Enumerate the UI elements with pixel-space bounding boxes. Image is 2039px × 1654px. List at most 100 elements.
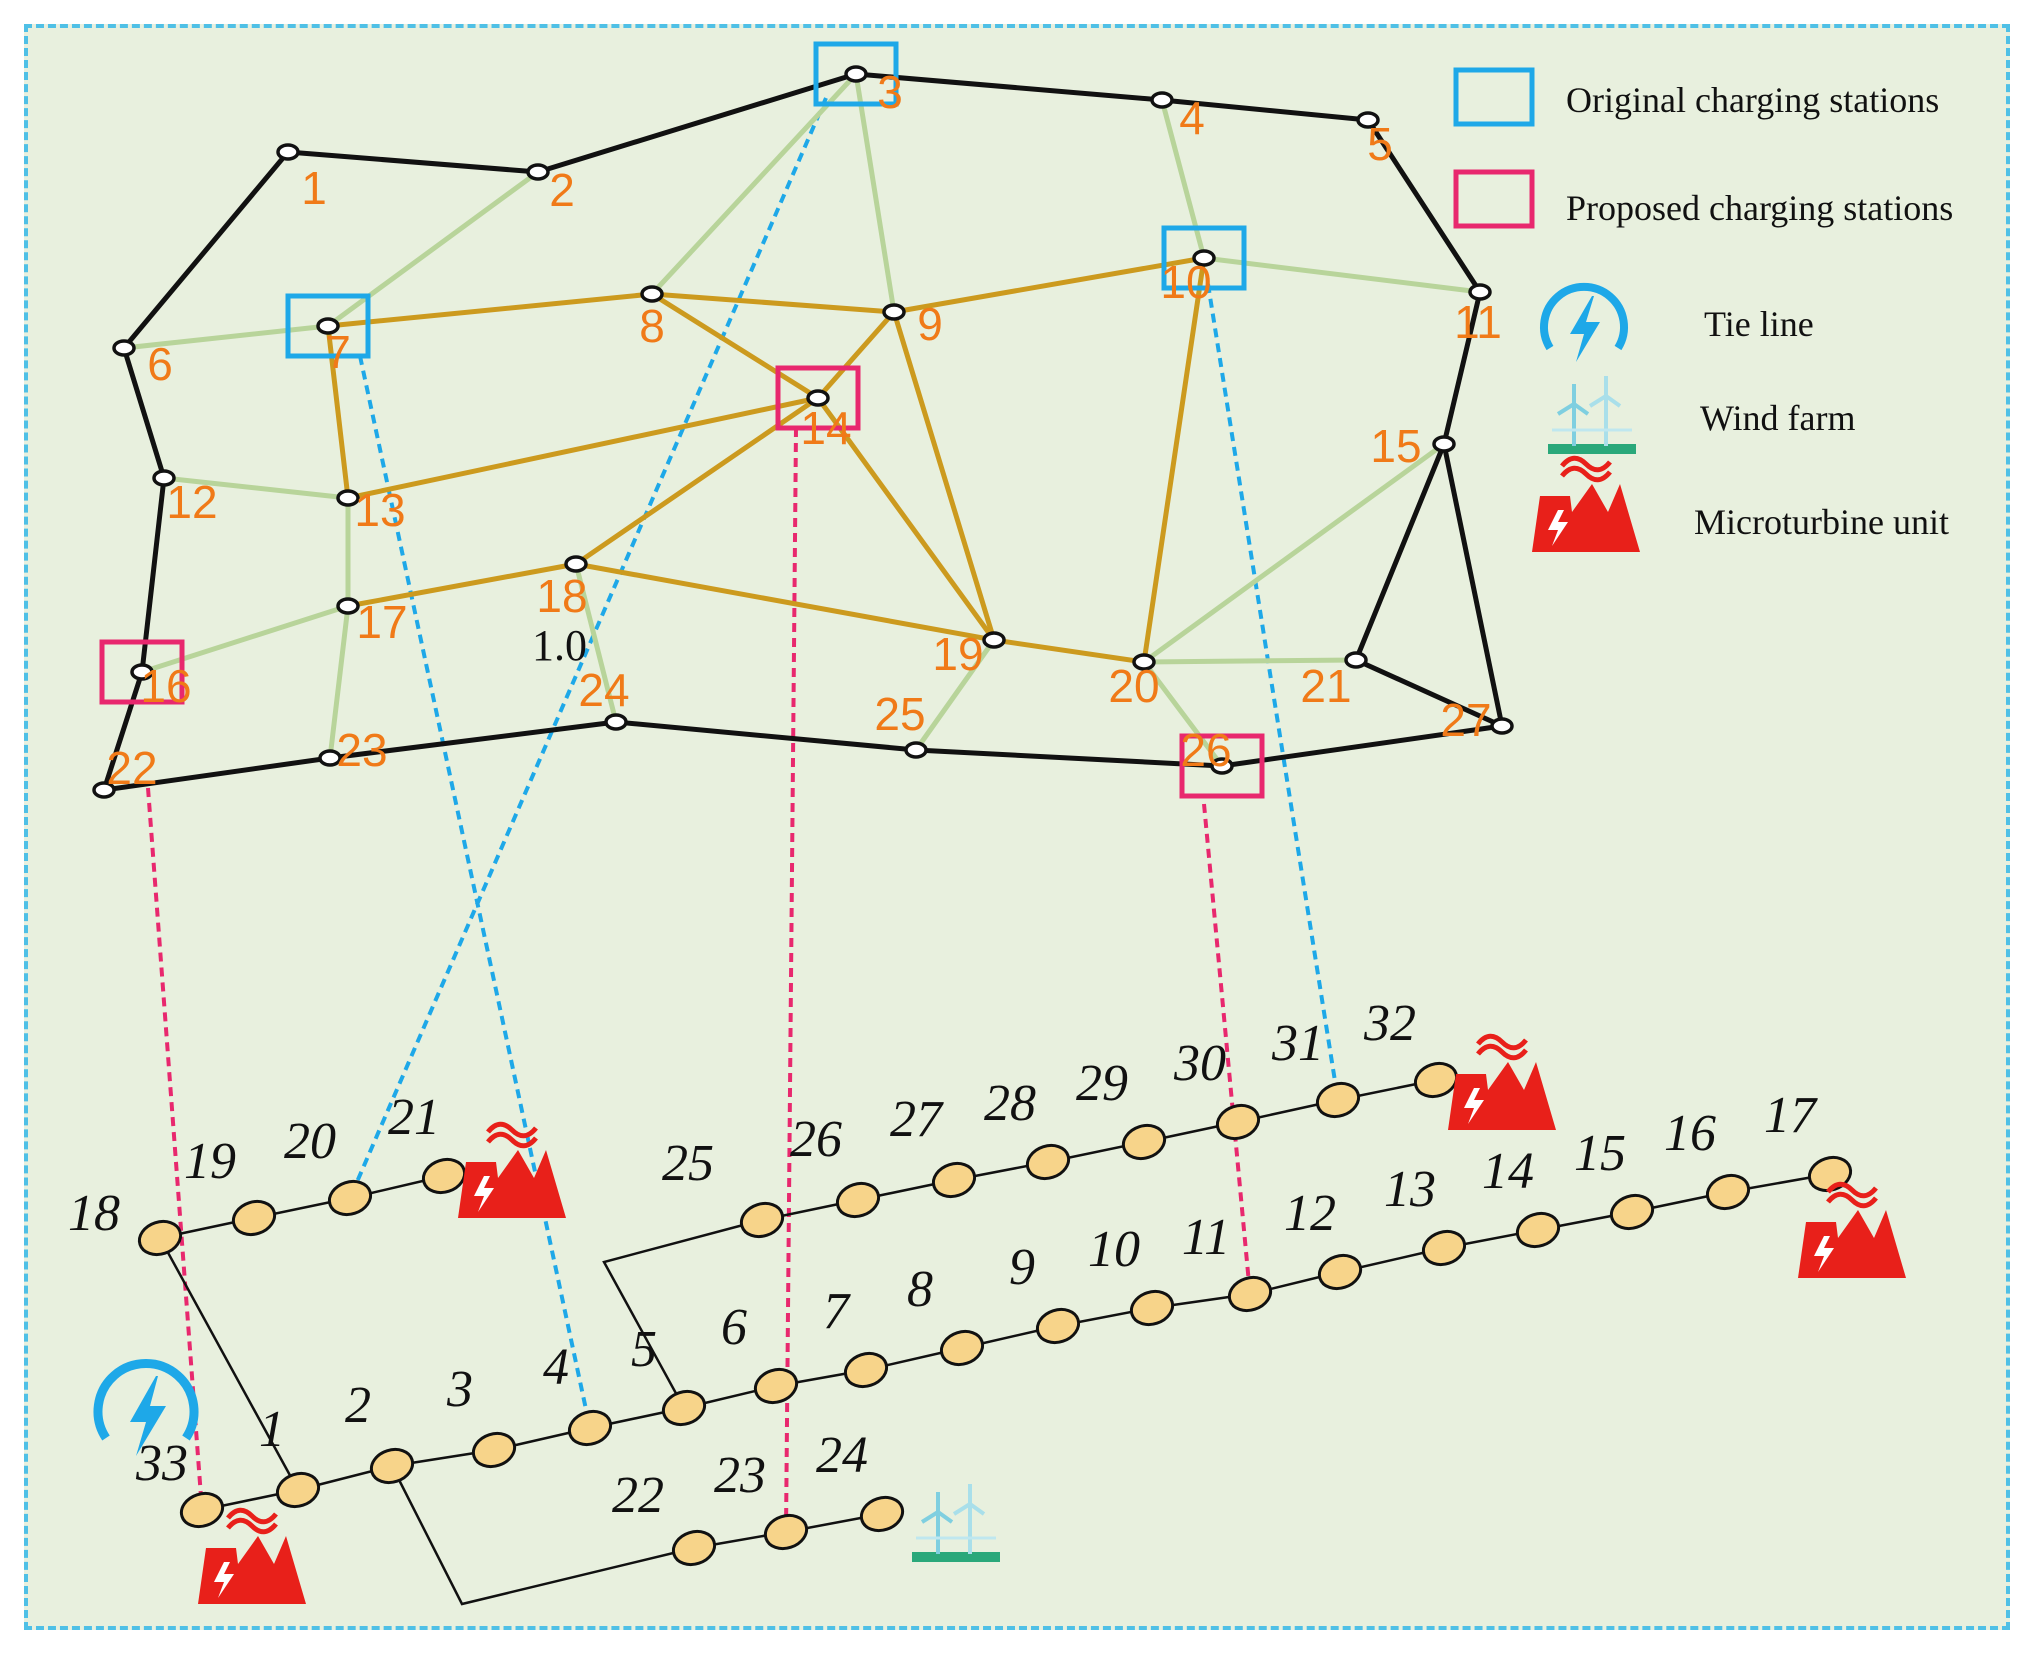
legend-wind-turbine-icon [1546, 374, 1638, 456]
dn-node-27 [931, 1161, 977, 1199]
tie-line-tn3-dn20 [348, 97, 828, 1199]
road-black-23-24 [327, 719, 619, 761]
dn-node-8 [939, 1329, 985, 1367]
dn-node-30 [1215, 1103, 1261, 1141]
dn-node-13 [1421, 1229, 1467, 1267]
dn-node-label-25: 25 [662, 1135, 714, 1192]
road-orange-10-20 [1141, 255, 1207, 665]
tn-node-9 [882, 303, 906, 321]
tie-line-tn7-dn4 [358, 355, 592, 1429]
original-charging-station-7 [285, 293, 371, 359]
tn-node-8 [640, 285, 664, 303]
dn-node-label-30: 30 [1173, 1035, 1226, 1092]
dn-node-10 [1129, 1289, 1175, 1327]
road-green-8-3 [649, 71, 859, 297]
tn-node-25 [904, 741, 928, 759]
dn-node-label-9: 9 [1009, 1239, 1035, 1296]
road-black-11-15 [1441, 289, 1483, 447]
dn-node-6 [753, 1367, 799, 1405]
dn-node-21 [421, 1157, 467, 1195]
dn-node-16 [1705, 1173, 1751, 1211]
road-black-4-5 [1159, 97, 1371, 123]
tn-node-14 [806, 389, 830, 407]
legend-proposed-label: Proposed charging stations [1566, 188, 1953, 228]
road-green-19-25 [913, 637, 997, 753]
tn-node-20 [1132, 653, 1156, 671]
tn-node-10 [1192, 249, 1216, 267]
tn-node-label-24: 24 [578, 664, 629, 716]
tn-node-label-8: 8 [639, 300, 665, 352]
tn-node-label-21: 21 [1300, 660, 1351, 712]
original-charging-station-3 [813, 41, 899, 107]
dn-node-label-14: 14 [1482, 1143, 1534, 1200]
dn-node-31 [1315, 1081, 1361, 1119]
dn-node-14 [1515, 1211, 1561, 1249]
proposed-charging-station-16 [99, 639, 185, 705]
tn-node-13 [336, 489, 360, 507]
dn-branch-18-1 [158, 1237, 300, 1491]
dn-node-24 [859, 1495, 905, 1533]
road-black-1-6 [121, 149, 291, 351]
tn-node-label-17: 17 [356, 596, 407, 648]
dn-node-label-19: 19 [184, 1133, 236, 1190]
tn-node-label-25: 25 [874, 688, 925, 740]
tn-node-label-22: 22 [106, 742, 157, 794]
dn-node-label-28: 28 [984, 1075, 1036, 1132]
road-green-4-10 [1159, 97, 1207, 261]
microturbine-factory-icon-dn21 [458, 1124, 566, 1218]
dn-node-25 [739, 1201, 785, 1239]
dn-node-15 [1609, 1193, 1655, 1231]
road-green-12-13 [161, 475, 351, 501]
dn-node-label-24: 24 [816, 1427, 868, 1484]
legend-original-label: Original charging stations [1566, 80, 1939, 120]
road-black-21-27 [1353, 657, 1505, 729]
road-orange-14-19 [815, 395, 997, 643]
microturbine-factory-icon-dn17 [1798, 1184, 1906, 1278]
legend-original-swatch [1453, 67, 1535, 127]
tn-node-label-3: 3 [877, 66, 903, 118]
road-orange-17-18 [345, 561, 579, 609]
road-black-25-26 [913, 747, 1225, 769]
dn-node-9 [1035, 1307, 1081, 1345]
tn-node-7 [316, 317, 340, 335]
dn-node-2 [369, 1447, 415, 1485]
dn-node-label-20: 20 [284, 1113, 336, 1170]
dn-node-7 [843, 1351, 889, 1389]
road-orange-18-19 [573, 561, 997, 643]
dn-node-label-12: 12 [1284, 1185, 1336, 1242]
road-black-3-4 [853, 71, 1165, 103]
microturbine-factory-icon-dn33 [198, 1510, 306, 1604]
dn-node-33 [179, 1491, 225, 1529]
tn-node-label-20: 20 [1108, 660, 1159, 712]
road-black-24-25 [613, 719, 919, 753]
tn-node-1 [276, 143, 300, 161]
road-green-16-17 [139, 603, 351, 675]
dn-node-label-26: 26 [790, 1111, 842, 1168]
legend-factory-icon [1532, 458, 1640, 552]
tie-line-lightning-icon [93, 1358, 199, 1456]
road-green-2-7 [325, 169, 541, 329]
road-green-10-11 [1201, 255, 1483, 295]
legend-tie-line-label: Tie line [1704, 304, 1814, 344]
dn-node-23 [763, 1513, 809, 1551]
tn-node-label-19: 19 [932, 628, 983, 680]
tn-node-22 [92, 781, 116, 799]
legend-lightning-icon [1540, 283, 1628, 362]
tn-node-label-10: 10 [1160, 256, 1211, 308]
tn-node-24 [604, 713, 628, 731]
road-green-20-15 [1141, 441, 1447, 665]
tie-line-tn26-dn11 [1202, 803, 1252, 1295]
tn-node-label-4: 4 [1179, 92, 1205, 144]
road-green-6-7 [121, 323, 331, 351]
legend-microturbine-label: Microturbine unit [1694, 502, 1949, 542]
road-green-18-24 [573, 561, 619, 725]
proposed-charging-station-26 [1179, 733, 1265, 799]
dn-branch-5-25 [602, 1218, 763, 1409]
dn-node-32 [1413, 1061, 1459, 1099]
dn-node-label-13: 13 [1384, 1161, 1436, 1218]
tn-node-23 [318, 749, 342, 767]
dn-node-26 [835, 1181, 881, 1219]
tn-node-label-2: 2 [549, 164, 575, 216]
dn-node-label-8: 8 [907, 1261, 933, 1318]
